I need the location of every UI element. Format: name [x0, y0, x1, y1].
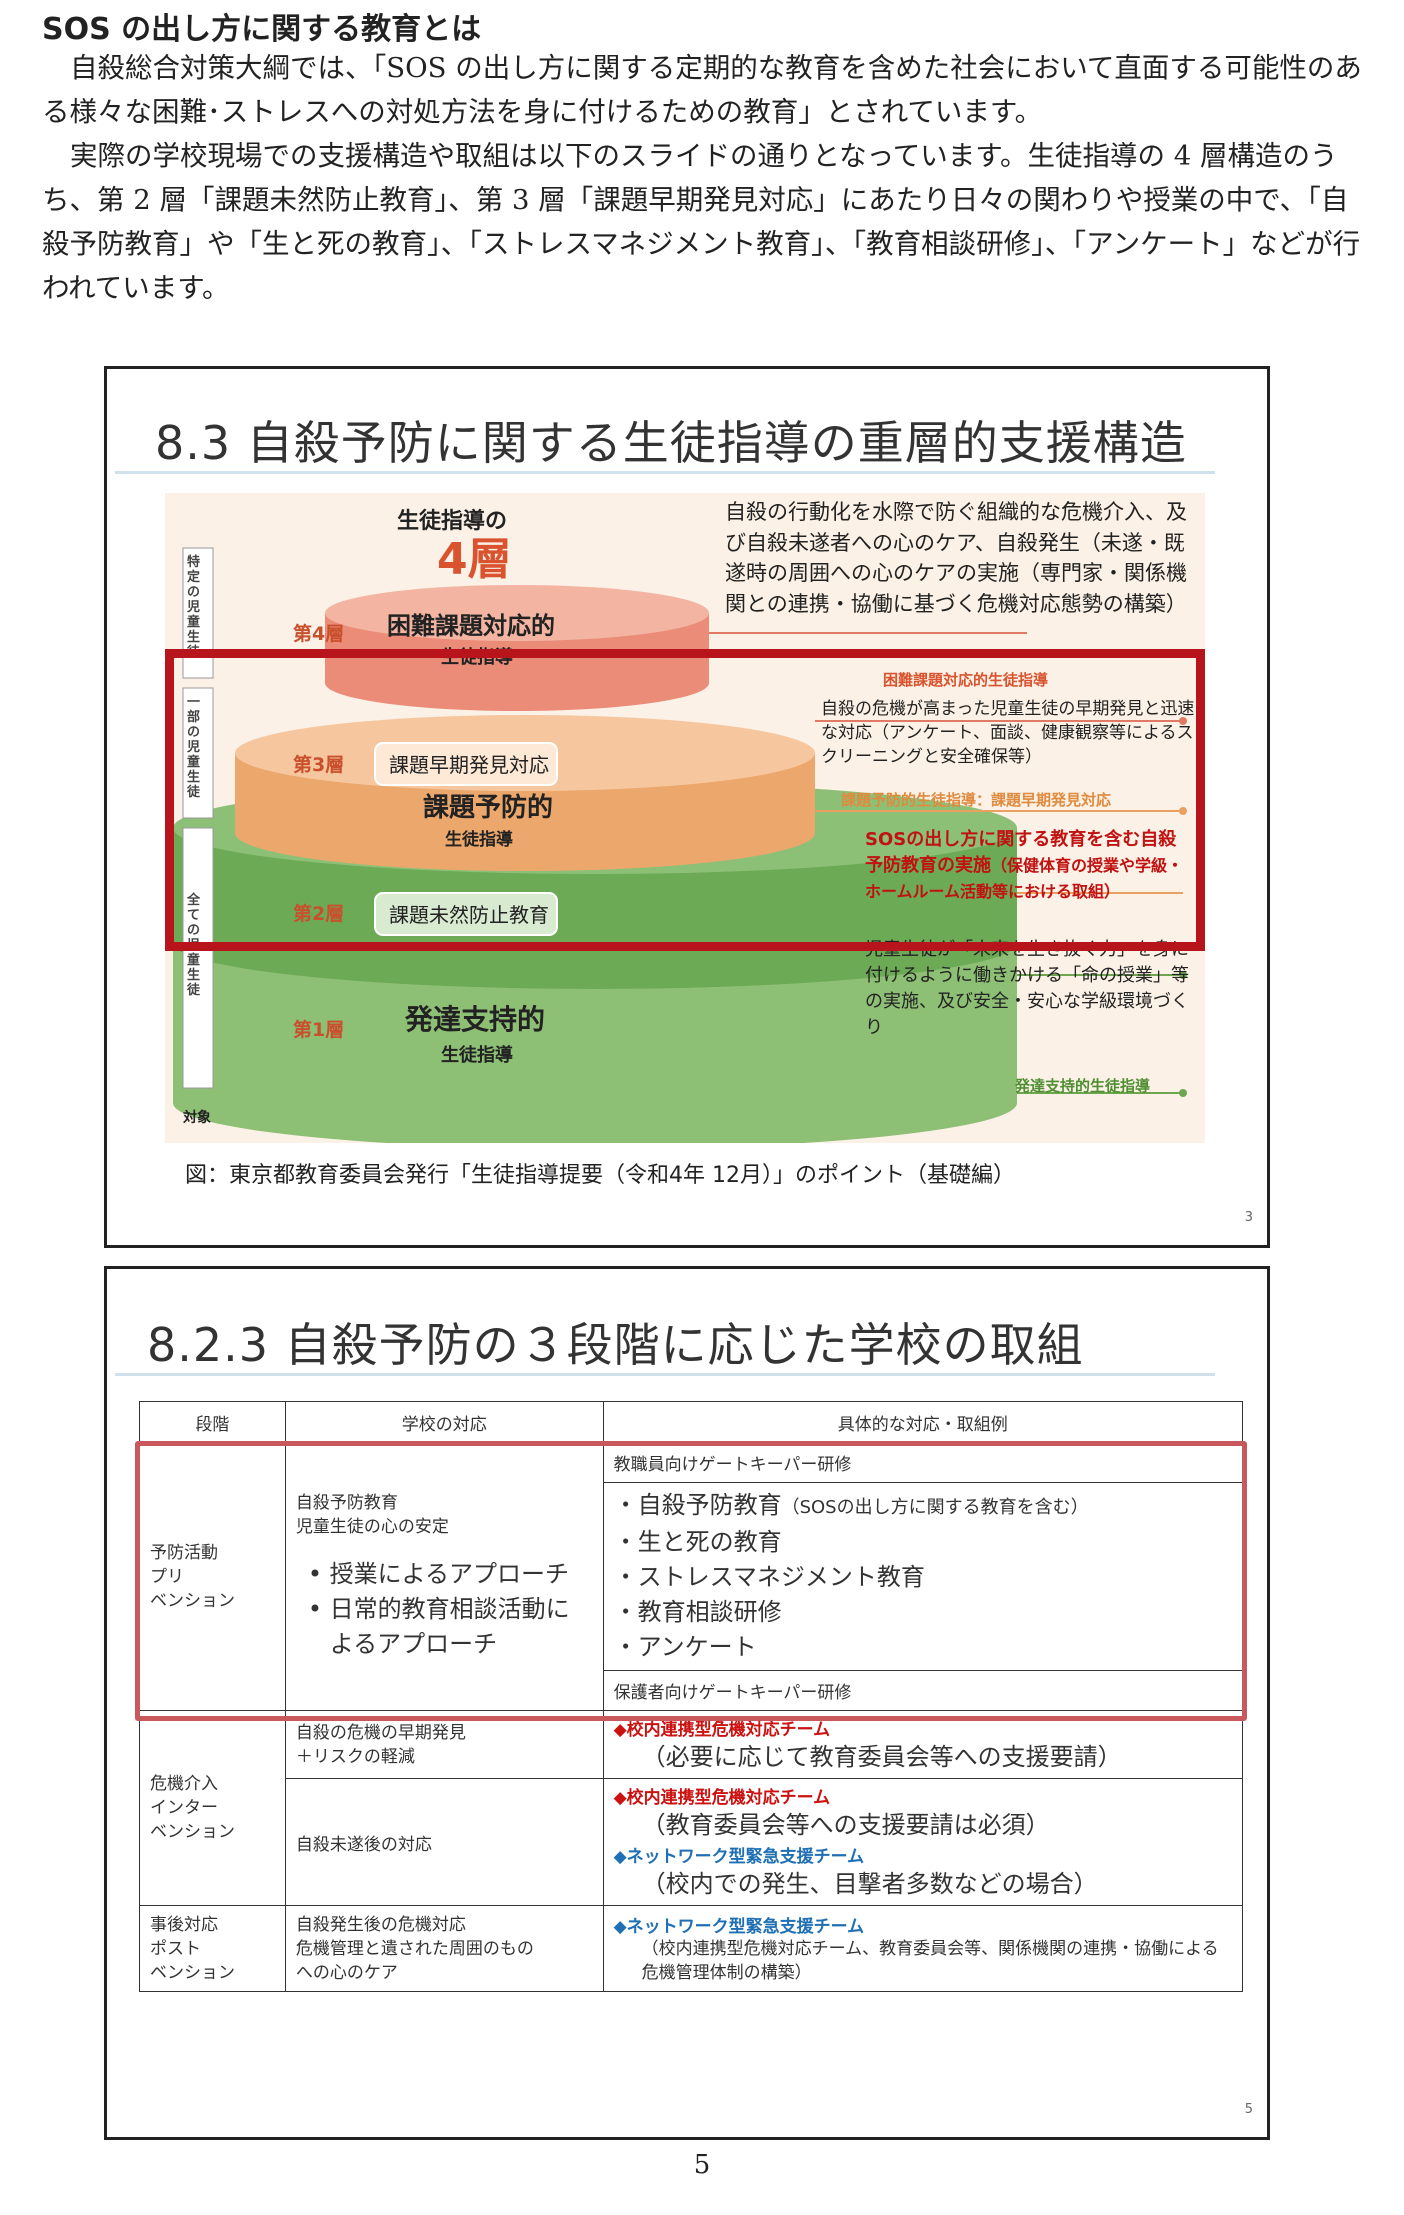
layer4-tag-label: 困難課題対応的生徒指導: [883, 671, 1049, 689]
list-item: ・自殺予防教育（SOSの出し方に関する教育を含む）: [614, 1488, 1232, 1525]
layer1-description: 児童生徒が「未来を生き抜く力」を身に付けるように働きかける「命の授業」等の実施、…: [865, 939, 1189, 1038]
table-row: 危機介入 インター ベンション 自殺の危機の早期発見 ＋リスクの軽減 ◆校内連携…: [139, 1710, 1244, 1906]
response-after-attempt: 自殺未遂後の対応: [284, 1778, 604, 1906]
layer1-sub: 生徒指導: [441, 1045, 513, 1066]
title-underline: [115, 1373, 1215, 1376]
four-layers-label: 4層: [437, 534, 512, 585]
figure-caption: 図：東京都教育委員会発行「生徒指導提要（令和4年 12月）」のポイント（基礎編）: [185, 1163, 1015, 1188]
header-response: 学校の対応: [284, 1401, 604, 1443]
stage-postvention: 事後対応 ポスト ベンション: [139, 1905, 286, 1992]
layer3-number: 第3層: [293, 754, 345, 776]
table-row: ・自殺予防教育（SOSの出し方に関する教育を含む） ・生と死の教育 ・ストレスマ…: [140, 1482, 1244, 1671]
intervention-row1-detail: ◆校内連携型危機対応チーム （必要に応じて教育委員会等への支援要請）: [602, 1710, 1244, 1779]
layer2-description-paren: （保健体育の授業や学級・ホームルーム活動等における取組）: [865, 856, 1184, 901]
gatekeeper-parents: 保護者向けゲートキーパー研修: [602, 1670, 1244, 1711]
team-note: （校内連携型危機対応チーム、教育委員会等、関係機関の連携・協働による危機管理体制…: [641, 1939, 1219, 1983]
paragraph-2: 実際の学校現場での支援構造や取組は以下のスライドの通りとなっています。生徒指導の…: [42, 140, 1361, 304]
gatekeeper-staff: 教職員向けゲートキーパー研修: [602, 1442, 1244, 1483]
response-early-detection: 自殺の危機の早期発見 ＋リスクの軽減: [284, 1710, 604, 1779]
paragraph-1: 自殺総合対策大綱では、「SOS の出し方に関する定期的な教育を含めた社会において…: [42, 52, 1362, 128]
header-examples: 具体的な対応・取組例: [602, 1401, 1244, 1443]
layer3-sub: 生徒指導: [445, 830, 513, 850]
response-prevention-bullets: • 授業によるアプローチ • 日常的教育相談活動によるアプローチ: [296, 1557, 593, 1662]
layer2-tag: 課題未然防止教育: [389, 903, 549, 927]
team-label: ◆ネットワーク型緊急支援チーム: [613, 1847, 865, 1867]
four-layer-diagram: 生徒指導の 4層 特定の児童生徒 一部の児童生徒 全ての児童生徒 対象 第4層 …: [165, 493, 1205, 1143]
slide-title: 8.3 自殺予防に関する生徒指導の重層的支援構造: [155, 416, 1187, 470]
bullet-text: 授業によるアプローチ: [329, 1560, 569, 1588]
prevention-items: ・自殺予防教育（SOSの出し方に関する教育を含む） ・生と死の教育 ・ストレスマ…: [602, 1482, 1244, 1671]
team-note: （必要に応じて教育委員会等への支援要請）: [641, 1743, 1122, 1771]
layer3-name: 課題予防的: [423, 793, 554, 823]
table-row: 予防活動 プリ ベンション 自殺予防教育 児童生徒の心の安定 • 授業によるアプ…: [139, 1442, 1244, 1711]
header-stage: 段階: [139, 1401, 286, 1443]
response-postvention: 自殺発生後の危機対応 危機管理と遺された周囲のもの への心のケア: [284, 1905, 604, 1992]
highlight-frame-layers-2-3: [165, 649, 1205, 951]
target-label: 対象: [183, 1110, 211, 1126]
side-label-specific: 特定の児童生徒: [187, 555, 201, 660]
response-prevention-title: 自殺予防教育 児童生徒の心の安定: [295, 1493, 449, 1537]
layer4-number: 第4層: [293, 623, 345, 645]
table-header-row: 段階 学校の対応 具体的な対応・取組例: [139, 1401, 1244, 1443]
title-underline: [115, 471, 1215, 474]
layer1-number: 第1層: [293, 1019, 345, 1041]
layer-cake-graphic: [173, 547, 1187, 1143]
team-label: ◆校内連携型危機対応チーム: [613, 1788, 831, 1808]
layer2-description-main: SOSの出し方に関する教育を含む自殺予防教育の実施: [865, 829, 1177, 876]
team-label: ◆校内連携型危機対応チーム: [613, 1720, 831, 1740]
slide-title: 8.2.3 自殺予防の３段階に応じた学校の取組: [147, 1318, 1084, 1372]
table-row: 自殺未遂後の対応 ◆校内連携型危機対応チーム （教育委員会等への支援要請は必須）…: [140, 1778, 1244, 1906]
layer4-description: 自殺の行動化を水際で防ぐ組織的な危機介入、及び自殺未遂者への心のケア、自殺発生（…: [725, 500, 1187, 616]
postvention-detail: ◆ネットワーク型緊急支援チーム （校内連携型危機対応チーム、教育委員会等、関係機…: [602, 1905, 1244, 1992]
bullet-item: • 授業によるアプローチ: [307, 1560, 569, 1588]
layer3-description: 自殺の危機が高まった児童生徒の早期発見と迅速な対応（アンケート、面談、健康観察等…: [821, 699, 1195, 767]
list-item: ・教育相談研修: [613, 1598, 782, 1626]
table-row: 事後対応 ポスト ベンション 自殺発生後の危機対応 危機管理と遺された周囲のもの…: [139, 1905, 1244, 1992]
layer1-tag-label: 発達支持的生徒指導: [1015, 1077, 1151, 1095]
team-note: （教育委員会等への支援要請は必須）: [641, 1811, 1050, 1839]
layer2-description: SOSの出し方に関する教育を含む自殺予防教育の実施（保健体育の授業や学級・ホーム…: [865, 827, 1185, 905]
top-label: 生徒指導の: [397, 509, 508, 534]
bullet-item: • 日常的教育相談活動によるアプローチ: [307, 1595, 570, 1658]
layer1-name: 発達支持的: [405, 1003, 546, 1036]
slide-page-number: 3: [1244, 1210, 1253, 1225]
list-item: ・アンケート: [613, 1633, 757, 1661]
stage-intervention: 危機介入 インター ベンション: [139, 1710, 286, 1906]
slide-three-stage-table: 8.2.3 自殺予防の３段階に応じた学校の取組 段階 学校の対応 具体的な対応・…: [104, 1266, 1270, 2140]
item-text: ・自殺予防教育: [613, 1491, 782, 1519]
team-label: ◆ネットワーク型緊急支援チーム: [613, 1917, 865, 1937]
intervention-row2-detail: ◆校内連携型危機対応チーム （教育委員会等への支援要請は必須） ◆ネットワーク型…: [602, 1778, 1244, 1906]
slide-support-structure: 8.3 自殺予防に関する生徒指導の重層的支援構造: [104, 366, 1270, 1248]
page-number: 5: [693, 2150, 711, 2180]
layer4-name: 困難課題対応的: [387, 612, 555, 640]
table-row: 保護者向けゲートキーパー研修: [140, 1670, 1244, 1711]
slide-page-number: 5: [1244, 2102, 1253, 2117]
list-item: ・ストレスマネジメント教育: [613, 1563, 925, 1591]
item-note: （SOSの出し方に関する教育を含む）: [781, 1497, 1089, 1518]
team-note: （校内での発生、目撃者多数などの場合）: [641, 1870, 1098, 1898]
response-prevention: 自殺予防教育 児童生徒の心の安定 • 授業によるアプローチ • 日常的教育相談活…: [284, 1442, 604, 1711]
layer3-tag-label: 課題予防的生徒指導：課題早期発見対応: [841, 791, 1112, 809]
layer2-number: 第2層: [293, 903, 345, 925]
list-item: ・生と死の教育: [613, 1528, 782, 1556]
bullet-text: 日常的教育相談活動によるアプローチ: [329, 1595, 570, 1658]
highlight-frame-prevention: [135, 1441, 1247, 1721]
stage-table: 段階 学校の対応 具体的な対応・取組例 予防活動 プリ ベンション 自殺予防教育…: [139, 1401, 1244, 1992]
section-heading: SOS の出し方に関する教育とは: [42, 12, 482, 47]
layer3-tag: 課題早期発見対応: [389, 753, 549, 777]
side-label-some: 一部の児童生徒: [187, 695, 201, 800]
